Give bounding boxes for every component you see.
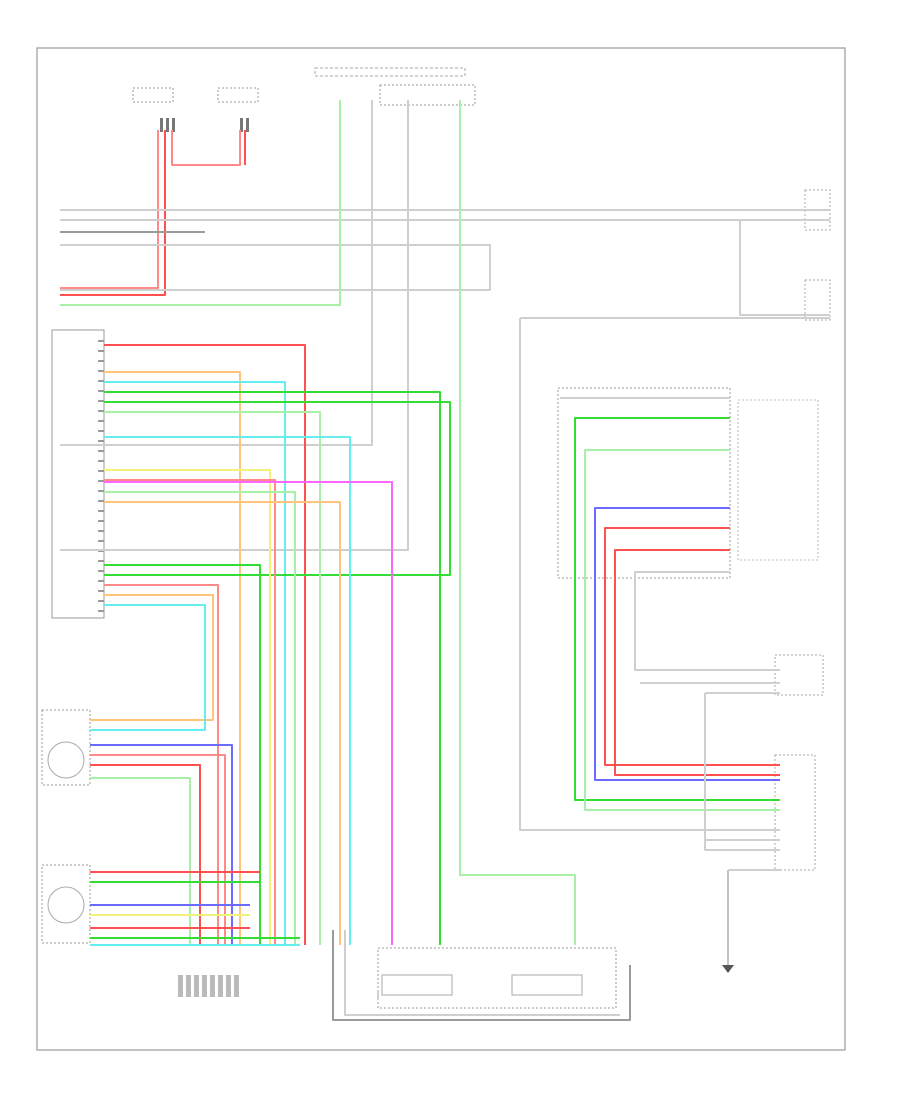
module-pin [98, 430, 104, 432]
wire-26 [104, 501, 341, 945]
wire-43 [344, 930, 620, 1016]
wire-3 [60, 130, 159, 289]
wire-54 [704, 693, 780, 851]
wire-10 [519, 318, 705, 831]
wire-15 [104, 344, 306, 945]
module-pin [98, 470, 104, 472]
wire-7 [60, 244, 491, 291]
wire-28 [104, 584, 219, 945]
wire-24 [104, 481, 393, 945]
bottom-connector [178, 975, 239, 997]
module-pin [98, 570, 104, 572]
wire-47 [584, 449, 780, 811]
front-sensor [41, 709, 91, 786]
wire-48 [594, 507, 780, 781]
wire-13 [60, 100, 409, 551]
wire-17 [104, 381, 286, 945]
left-control-module [51, 329, 105, 619]
diagram-frame [36, 47, 846, 1051]
module-pin [98, 560, 104, 562]
module-pin [98, 440, 104, 442]
wire-46 [574, 417, 780, 801]
module-pin [98, 340, 104, 342]
wire-50 [614, 549, 780, 776]
module-pin [98, 530, 104, 532]
wire-12 [60, 100, 373, 446]
wire-30 [90, 604, 206, 731]
wire-19 [104, 401, 451, 576]
wire-8 [739, 220, 830, 316]
wire-21 [104, 436, 351, 945]
module-pin [98, 390, 104, 392]
wire-23 [104, 479, 276, 945]
module-pin [98, 380, 104, 382]
wire-14 [459, 100, 576, 945]
module-pin [98, 490, 104, 492]
wire-51 [634, 571, 780, 671]
wire-29 [90, 594, 214, 721]
wire-25 [104, 491, 296, 945]
wire-22 [104, 469, 271, 945]
wire-31 [90, 744, 233, 945]
wire-34 [90, 777, 191, 945]
module-pin [98, 450, 104, 452]
module-pin [98, 580, 104, 582]
module-pin [98, 460, 104, 462]
module-pin [98, 540, 104, 542]
right-module [774, 654, 824, 871]
module-pin [98, 420, 104, 422]
relay-block [377, 947, 617, 1009]
right-switch [557, 387, 819, 579]
module-pin [98, 610, 104, 612]
module-pin [98, 410, 104, 412]
wire-49 [604, 527, 780, 766]
wire-27 [104, 564, 261, 945]
wire-20 [104, 411, 321, 945]
module-pin [98, 520, 104, 522]
wire-11 [60, 100, 341, 306]
module-pin [98, 400, 104, 402]
wire-0 [60, 130, 166, 296]
wire-33 [90, 764, 201, 945]
rear-sensor [41, 864, 91, 944]
module-pin [98, 350, 104, 352]
wire-18 [104, 391, 441, 945]
fuse-icon [160, 118, 249, 132]
fuse-block [132, 67, 476, 132]
module-pin [98, 360, 104, 362]
wire-42 [332, 930, 631, 1021]
module-pin [98, 500, 104, 502]
module-pin [98, 600, 104, 602]
wire-32 [90, 754, 226, 945]
wire-1 [171, 130, 241, 166]
module-pin [98, 510, 104, 512]
module-pin [98, 480, 104, 482]
module-pin [98, 590, 104, 592]
ground-icon [722, 870, 734, 973]
module-pin [98, 370, 104, 372]
wire-16 [104, 371, 241, 945]
